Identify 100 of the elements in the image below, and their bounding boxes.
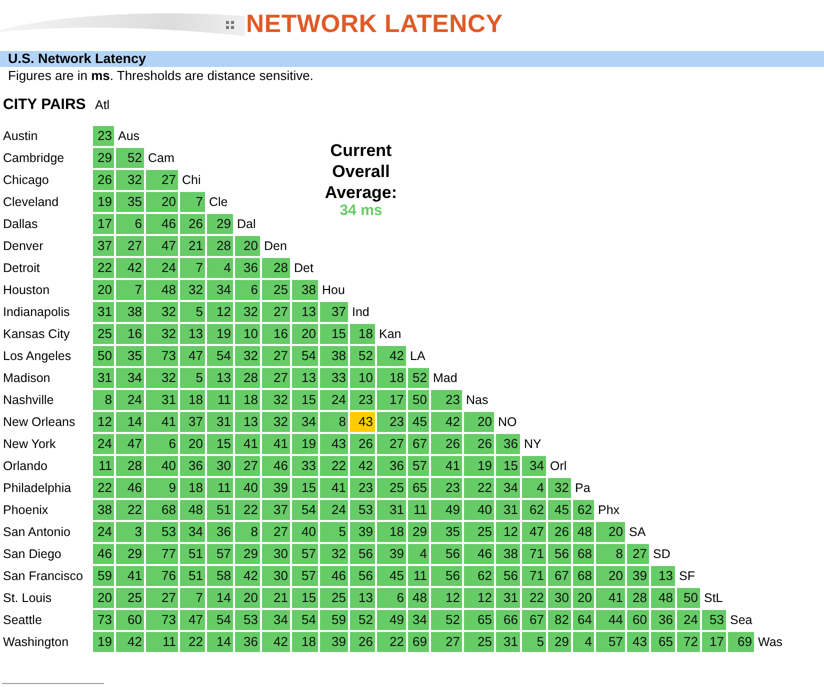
- latency-cell: 27: [262, 346, 290, 366]
- city-name: San Francisco: [3, 569, 84, 583]
- latency-cell: 28: [116, 456, 144, 476]
- latency-cell: 24: [93, 434, 114, 454]
- latency-cell: 12: [207, 302, 233, 322]
- latency-cell: 29: [116, 544, 144, 564]
- latency-cell: 31: [377, 500, 406, 520]
- latency-cell: 11: [93, 456, 114, 476]
- column-header: Sea: [729, 613, 754, 627]
- latency-cell: 48: [146, 280, 178, 300]
- latency-cell: 14: [207, 632, 233, 652]
- latency-cell: 30: [207, 456, 233, 476]
- latency-cell: 57: [292, 544, 318, 564]
- latency-cell: 10: [235, 324, 260, 344]
- latency-cell: 28: [262, 258, 290, 278]
- latency-cell: 29: [408, 522, 429, 542]
- column-header: Ind: [351, 305, 370, 319]
- column-header: Den: [263, 239, 288, 253]
- latency-cell: 36: [180, 456, 205, 476]
- latency-cell: 71: [522, 544, 546, 564]
- latency-cell: 20: [596, 566, 625, 586]
- latency-cell: 34: [116, 368, 144, 388]
- latency-cell: 38: [292, 280, 318, 300]
- latency-cell: 32: [180, 280, 205, 300]
- latency-cell: 33: [320, 368, 348, 388]
- latency-cell: 52: [350, 610, 375, 630]
- latency-cell: 12: [431, 588, 462, 608]
- latency-cell: 35: [116, 346, 144, 366]
- column-header: Mad: [432, 371, 458, 385]
- latency-cell: 20: [235, 588, 260, 608]
- latency-cell: 13: [207, 368, 233, 388]
- latency-cell: 7: [180, 258, 205, 278]
- latency-cell: 46: [320, 566, 348, 586]
- latency-cell: 26: [431, 434, 462, 454]
- latency-cell: 31: [146, 390, 178, 410]
- latency-cell: 53: [146, 522, 178, 542]
- latency-cell: 44: [596, 610, 625, 630]
- latency-cell: 57: [292, 566, 318, 586]
- latency-cell: 62: [573, 500, 594, 520]
- table-heading: CITY PAIRS: [3, 97, 87, 113]
- latency-cell: 21: [262, 588, 290, 608]
- latency-cell: 52: [350, 346, 375, 366]
- latency-cell: 27: [146, 170, 178, 190]
- latency-cell: 20: [93, 588, 114, 608]
- latency-cell: 53: [350, 500, 375, 520]
- average-heading: Current Overall Average:: [324, 140, 398, 203]
- latency-cell: 13: [292, 368, 318, 388]
- column-header: Hou: [321, 283, 346, 297]
- latency-cell: 48: [651, 588, 675, 608]
- latency-cell: 25: [116, 588, 144, 608]
- latency-cell: 28: [207, 236, 233, 256]
- latency-cell: 19: [292, 434, 318, 454]
- city-name: San Diego: [3, 547, 62, 561]
- latency-cell: 6: [235, 280, 260, 300]
- latency-cell: 8: [596, 544, 625, 564]
- latency-cell: 20: [464, 412, 494, 432]
- latency-cell: 18: [235, 390, 260, 410]
- column-header: StL: [703, 591, 724, 605]
- latency-cell: 77: [146, 544, 178, 564]
- column-header: SA: [628, 525, 647, 539]
- latency-cell: 56: [548, 544, 571, 564]
- latency-cell: 36: [377, 456, 406, 476]
- latency-cell: 32: [262, 390, 290, 410]
- latency-cell: 51: [180, 566, 205, 586]
- latency-cell: 17: [93, 214, 114, 234]
- latency-cell: 65: [408, 478, 429, 498]
- city-name: Houston: [3, 283, 51, 297]
- latency-cell: 42: [262, 632, 290, 652]
- latency-cell: 52: [431, 610, 462, 630]
- latency-cell: 6: [116, 214, 144, 234]
- column-header: LA: [409, 349, 426, 363]
- latency-cell: 54: [292, 346, 318, 366]
- latency-cell: 25: [377, 478, 406, 498]
- latency-cell: 8: [93, 390, 114, 410]
- column-header: Det: [293, 261, 314, 275]
- latency-cell: 39: [377, 544, 406, 564]
- latency-cell: 11: [408, 500, 429, 520]
- latency-cell: 27: [262, 302, 290, 322]
- average-value: 34 ms: [338, 202, 384, 219]
- latency-cell: 52: [116, 148, 144, 168]
- latency-cell: 60: [116, 610, 144, 630]
- latency-cell: 38: [116, 302, 144, 322]
- section-header: U.S. Network Latency: [0, 51, 824, 67]
- city-name: Philadelphia: [3, 481, 72, 495]
- city-name: Dallas: [3, 217, 39, 231]
- latency-cell: 27: [262, 522, 290, 542]
- city-name: Chicago: [3, 173, 50, 187]
- latency-cell: 32: [320, 544, 348, 564]
- latency-cell: 18: [180, 478, 205, 498]
- latency-cell: 11: [207, 478, 233, 498]
- latency-cell: 62: [522, 500, 546, 520]
- latency-cell: 46: [262, 456, 290, 476]
- latency-cell: 56: [431, 544, 462, 564]
- latency-cell: 32: [235, 346, 260, 366]
- latency-cell: 34: [180, 522, 205, 542]
- latency-cell: 24: [93, 522, 114, 542]
- latency-cell: 23: [93, 126, 114, 146]
- latency-cell: 24: [146, 258, 178, 278]
- latency-cell: 10: [350, 368, 375, 388]
- latency-cell: 53: [235, 610, 260, 630]
